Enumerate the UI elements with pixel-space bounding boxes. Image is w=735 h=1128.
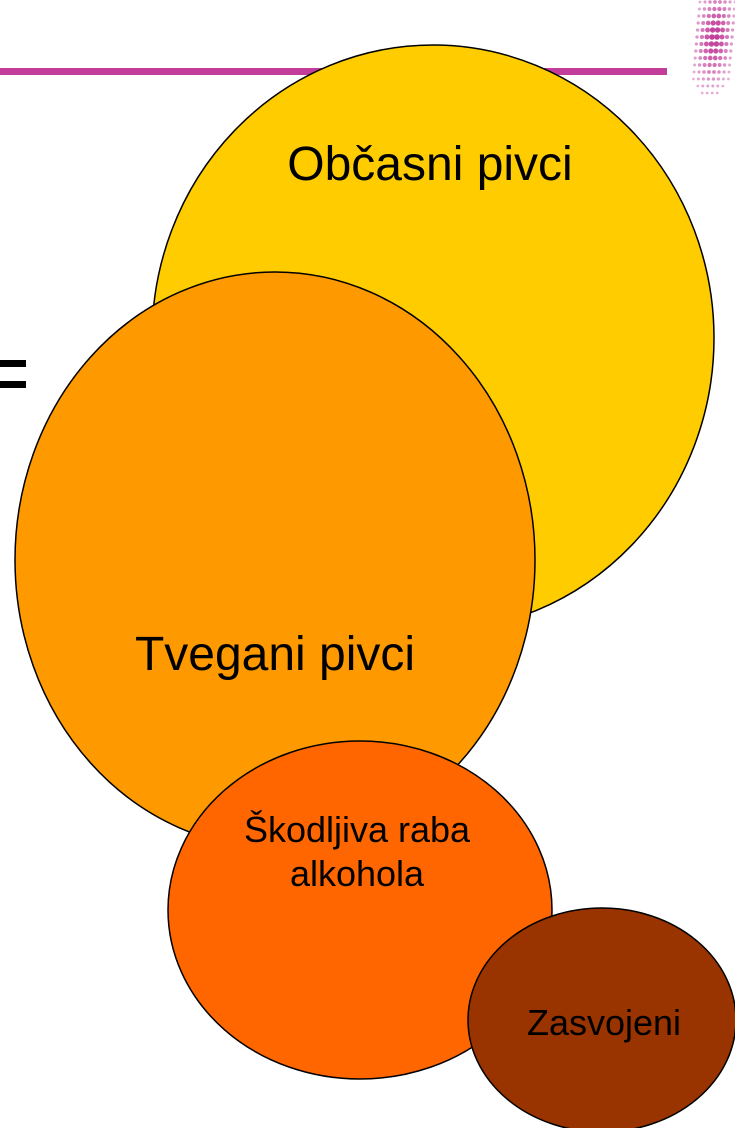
logo-dots-icon: [692, 0, 735, 95]
label-tvegani-pivci: Tvegani pivci: [135, 628, 415, 681]
equals-sign-icon: [0, 360, 26, 388]
circle-tvegani-pivci: Tvegani pivci: [14, 271, 536, 849]
label-skodljiva-line1: Škodljiva raba: [244, 809, 471, 850]
circle-zasvojeni: Zasvojeni: [467, 907, 735, 1128]
label-skodljiva-line2: alkohola: [290, 853, 425, 894]
circle-skodljiva-raba: Škodljiva raba alkohola: [167, 740, 553, 1080]
label-zasvojeni: Zasvojeni: [527, 1002, 681, 1043]
label-obcasni-pivci: Občasni pivci: [287, 138, 572, 191]
